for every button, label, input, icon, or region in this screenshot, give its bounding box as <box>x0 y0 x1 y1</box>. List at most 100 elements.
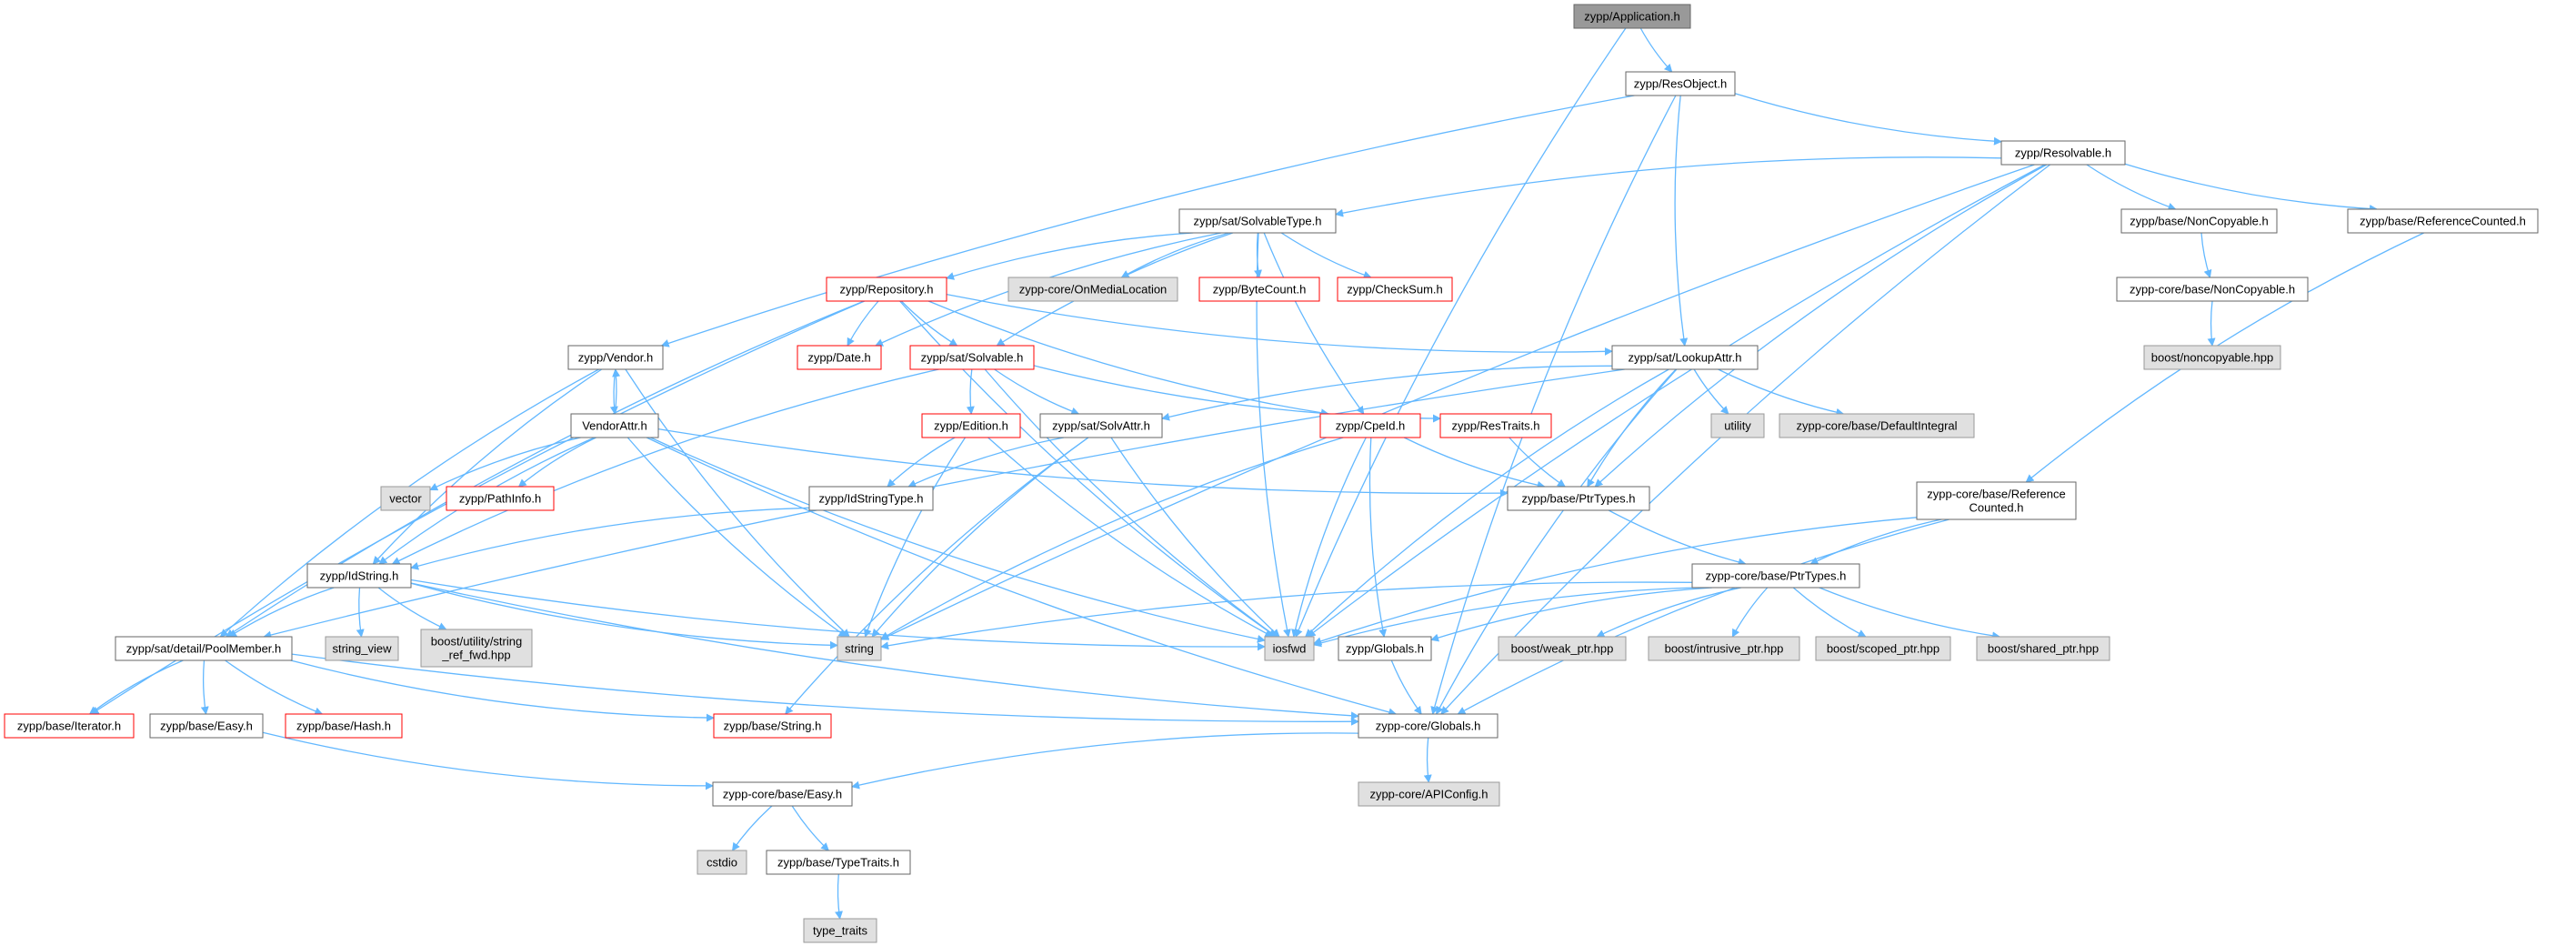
node-core-globals[interactable]: zypp-core/Globals.h <box>1358 713 1498 739</box>
node-lookupattr[interactable]: zypp/sat/LookupAttr.h <box>1611 345 1759 370</box>
node-idstring[interactable]: zypp/IdString.h <box>306 563 412 589</box>
node-shared-ptr[interactable]: boost/shared_ptr.hpp <box>1976 636 2110 661</box>
edge-repository-to-cpeid <box>927 300 1329 418</box>
node-core-easy[interactable]: zypp-core/base/Easy.h <box>712 781 853 807</box>
node-cstdio[interactable]: cstdio <box>697 850 747 875</box>
edge-lookupattr-to-solvattr <box>1161 365 1613 421</box>
edge-resolvable-to-ptrtypes <box>1594 164 2048 488</box>
node-weak-ptr[interactable]: boost/weak_ptr.hpp <box>1498 636 1627 661</box>
node-box <box>1319 413 1421 438</box>
node-scoped-ptr[interactable]: boost/scoped_ptr.hpp <box>1815 636 1951 661</box>
node-box <box>1439 413 1552 438</box>
node-box <box>2116 277 2309 302</box>
node-checksum[interactable]: zypp/CheckSum.h <box>1337 277 1453 302</box>
edge-edition-to-idstringtype <box>887 437 956 488</box>
node-label: zypp/base/PtrTypes.h <box>1521 492 1635 506</box>
node-box <box>325 636 399 661</box>
node-solvable[interactable]: zypp/sat/Solvable.h <box>909 345 1035 370</box>
node-box <box>909 345 1035 370</box>
node-resobject[interactable]: zypp/ResObject.h <box>1625 71 1736 96</box>
node-bytecount[interactable]: zypp/ByteCount.h <box>1198 277 1320 302</box>
node-easy[interactable]: zypp/base/Easy.h <box>149 713 264 739</box>
edge-lookupattr-to-poolmember <box>263 368 1625 639</box>
node-vector[interactable]: vector <box>380 486 431 511</box>
node-string-ref-fwd[interactable]: boost/utility/string_ref_fwd.hpp <box>420 629 533 668</box>
node-box <box>1007 277 1178 302</box>
node-label: zypp/CpeId.h <box>1336 419 1406 433</box>
node-typetraits[interactable]: zypp/base/TypeTraits.h <box>766 850 911 875</box>
node-apiconfig[interactable]: zypp-core/APIConfig.h <box>1358 781 1500 807</box>
edge-globals-to-core_globals <box>1390 659 1422 715</box>
node-solvattr[interactable]: zypp/sat/SolvAttr.h <box>1039 413 1163 438</box>
node-refcounted[interactable]: zypp/base/ReferenceCounted.h <box>2347 208 2539 234</box>
node-hash[interactable]: zypp/base/Hash.h <box>285 713 403 739</box>
edge-repository-to-lookupattr <box>946 293 1613 356</box>
node-string-view[interactable]: string_view <box>325 636 399 661</box>
node-box <box>1976 636 2110 661</box>
node-application[interactable]: zypp/Application.h <box>1573 4 1691 29</box>
node-label: zypp/ResObject.h <box>1634 77 1728 91</box>
node-string[interactable]: string <box>837 636 882 661</box>
node-label: zypp/CheckSum.h <box>1347 283 1443 297</box>
node-iosfwd[interactable]: iosfwd <box>1264 636 1315 661</box>
node-restraits[interactable]: zypp/ResTraits.h <box>1439 413 1552 438</box>
edge-solvabletype-to-checksum <box>1280 232 1372 279</box>
node-label: VendorAttr.h <box>582 419 647 433</box>
node-box <box>115 636 293 661</box>
node-cpeid[interactable]: zypp/CpeId.h <box>1319 413 1421 438</box>
node-label: zypp/base/String.h <box>724 720 822 733</box>
node-label: zypp-core/base/Easy.h <box>723 788 842 801</box>
node-core-ptrtypes[interactable]: zypp-core/base/PtrTypes.h <box>1691 563 1860 589</box>
node-vendorattr[interactable]: VendorAttr.h <box>570 413 659 438</box>
node-box <box>1625 71 1736 96</box>
node-intrusive-ptr[interactable]: boost/intrusive_ptr.hpp <box>1648 636 1800 661</box>
edge-core_easy-to-typetraits <box>791 805 829 851</box>
node-box <box>1710 413 1765 438</box>
edge-idstring-to-iosfwd <box>410 579 1266 651</box>
edge-idstring-to-string_ref_fwd <box>377 587 447 630</box>
edge-core_ptrtypes-to-globals <box>1430 587 1713 642</box>
node-ptrtypes[interactable]: zypp/base/PtrTypes.h <box>1507 486 1650 511</box>
node-box <box>446 486 555 511</box>
node-core-refcounted[interactable]: zypp-core/base/ReferenceCounted.h <box>1916 481 2077 520</box>
edge-resolvable-to-string <box>880 164 2035 640</box>
edge-solvable-to-idstring <box>391 368 939 565</box>
edge-solvabletype-to-onmedialocation <box>1120 232 1229 278</box>
node-label: boost/weak_ptr.hpp <box>1511 642 1614 656</box>
node-label: boost/intrusive_ptr.hpp <box>1665 642 1784 656</box>
node-resolvable[interactable]: zypp/Resolvable.h <box>2000 140 2126 166</box>
node-idstringtype[interactable]: zypp/IdStringType.h <box>808 486 934 511</box>
node-noncopyable[interactable]: zypp/base/NonCopyable.h <box>2120 208 2278 234</box>
node-onmedialocation[interactable]: zypp-core/OnMediaLocation <box>1007 277 1178 302</box>
edge-resolvable-to-iosfwd <box>1307 164 2046 638</box>
node-date[interactable]: zypp/Date.h <box>797 345 882 370</box>
edge-resolvable-to-refcounted <box>2124 163 2378 214</box>
node-poolmember[interactable]: zypp/sat/detail/PoolMember.h <box>115 636 293 661</box>
node-label: zypp/Application.h <box>1584 10 1680 24</box>
node-base-string[interactable]: zypp/base/String.h <box>713 713 832 739</box>
node-solvabletype[interactable]: zypp/sat/SolvableType.h <box>1178 208 1337 234</box>
node-defaultintegral[interactable]: zypp-core/base/DefaultIntegral <box>1779 413 1975 438</box>
node-box <box>1178 208 1337 234</box>
edge-idstringtype-to-idstring <box>410 507 810 570</box>
node-label: boost/utility/string <box>431 635 522 649</box>
node-box <box>1039 413 1163 438</box>
node-edition[interactable]: zypp/Edition.h <box>921 413 1021 438</box>
node-iterator[interactable]: zypp/base/Iterator.h <box>4 713 135 739</box>
node-box <box>1358 781 1500 807</box>
node-utility[interactable]: utility <box>1710 413 1765 438</box>
edge-core_globals-to-core_easy <box>851 732 1359 790</box>
node-repository[interactable]: zypp/Repository.h <box>826 277 947 302</box>
node-box <box>766 850 911 875</box>
node-type-traits[interactable]: type_traits <box>803 918 877 943</box>
node-box <box>826 277 947 302</box>
node-box <box>2347 208 2539 234</box>
edge-cpeid-to-iosfwd <box>1291 437 1367 638</box>
node-boost-noncopyable[interactable]: boost/noncopyable.hpp <box>2143 345 2281 370</box>
edge-typetraits-to-type_traits <box>835 873 843 920</box>
node-globals[interactable]: zypp/Globals.h <box>1338 636 1432 661</box>
edge-vendorattr-to-vector <box>429 437 581 491</box>
node-vendor[interactable]: zypp/Vendor.h <box>567 345 664 370</box>
node-core-noncopyable[interactable]: zypp-core/base/NonCopyable.h <box>2116 277 2309 302</box>
node-pathinfo[interactable]: zypp/PathInfo.h <box>446 486 555 511</box>
